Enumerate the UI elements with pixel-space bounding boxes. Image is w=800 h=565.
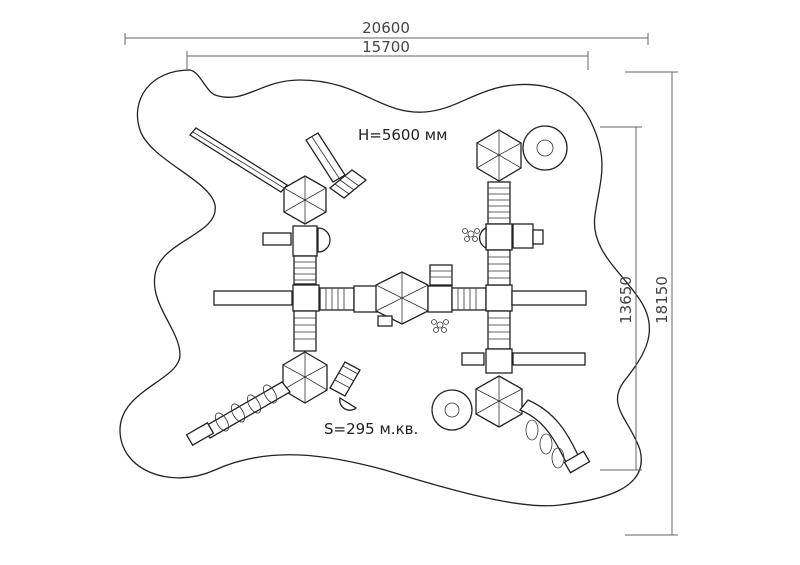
tube-slide-top	[305, 132, 346, 183]
dimension-right-outer: 18150	[625, 71, 678, 536]
tube-slide-bottom-left	[185, 381, 291, 447]
platform-center-right	[427, 285, 453, 313]
platform-top-left	[292, 225, 318, 257]
step-right-upper	[532, 229, 544, 245]
platform-right-lower	[485, 348, 513, 374]
half-dome-bottom-left	[339, 396, 358, 411]
dimension-right-outer-label: 18150	[653, 276, 671, 324]
climbing-wall-right	[512, 223, 534, 249]
tower-bottom-right	[475, 375, 523, 428]
stairs-top-left	[328, 169, 368, 199]
ladder-center	[429, 264, 453, 286]
tower-top-left	[283, 175, 327, 225]
dimension-top-inner-label: 15700	[362, 38, 410, 56]
stairs-bottom-left	[329, 361, 361, 397]
platform-center-left	[353, 285, 379, 313]
step-top-left	[262, 232, 292, 246]
height-label: H=5600 мм	[358, 126, 447, 144]
platform-right-center	[485, 284, 513, 312]
bridge-right-vertical-bottom	[487, 310, 511, 350]
half-dome-top-left	[317, 227, 331, 253]
bridge-center-right	[451, 287, 487, 311]
safety-zone-outline	[119, 69, 651, 507]
dimension-top-outer-label: 20600	[362, 19, 410, 37]
bridge-right-vertical-mid	[487, 249, 511, 286]
bridge-left-vertical-bottom	[293, 310, 317, 352]
tower-top-right	[476, 129, 522, 182]
tower-center	[375, 271, 429, 325]
step-right-lower-left	[461, 352, 485, 366]
platform-left-center	[292, 284, 320, 312]
flower-decoration-center	[431, 319, 449, 333]
flower-decoration-right	[462, 228, 480, 242]
slide-top-left	[189, 127, 288, 193]
bridge-left-vertical-top	[293, 255, 317, 285]
slide-left-horizontal	[213, 290, 293, 306]
area-label: S=295 м.кв.	[324, 420, 418, 438]
spiral-slide-bottom-right	[431, 389, 473, 431]
dimension-right-inner-label: 13650	[617, 276, 635, 324]
platform-right-upper	[485, 223, 513, 251]
dimension-right-inner: 13650	[600, 126, 642, 471]
spiral-slide-top-right	[522, 125, 568, 171]
small-block-center	[377, 315, 393, 327]
slide-right-lower	[512, 352, 586, 366]
tube-slide-bottom-right	[518, 399, 591, 474]
bridge-right-vertical-top	[487, 181, 511, 225]
slide-right-horizontal	[511, 290, 587, 306]
dimension-top-inner: 15700	[186, 38, 589, 70]
dimension-top-outer: 20600	[124, 19, 649, 45]
bridge-center-left	[319, 287, 355, 311]
tower-bottom-left	[282, 351, 328, 404]
half-dome-right-upper	[478, 226, 487, 250]
